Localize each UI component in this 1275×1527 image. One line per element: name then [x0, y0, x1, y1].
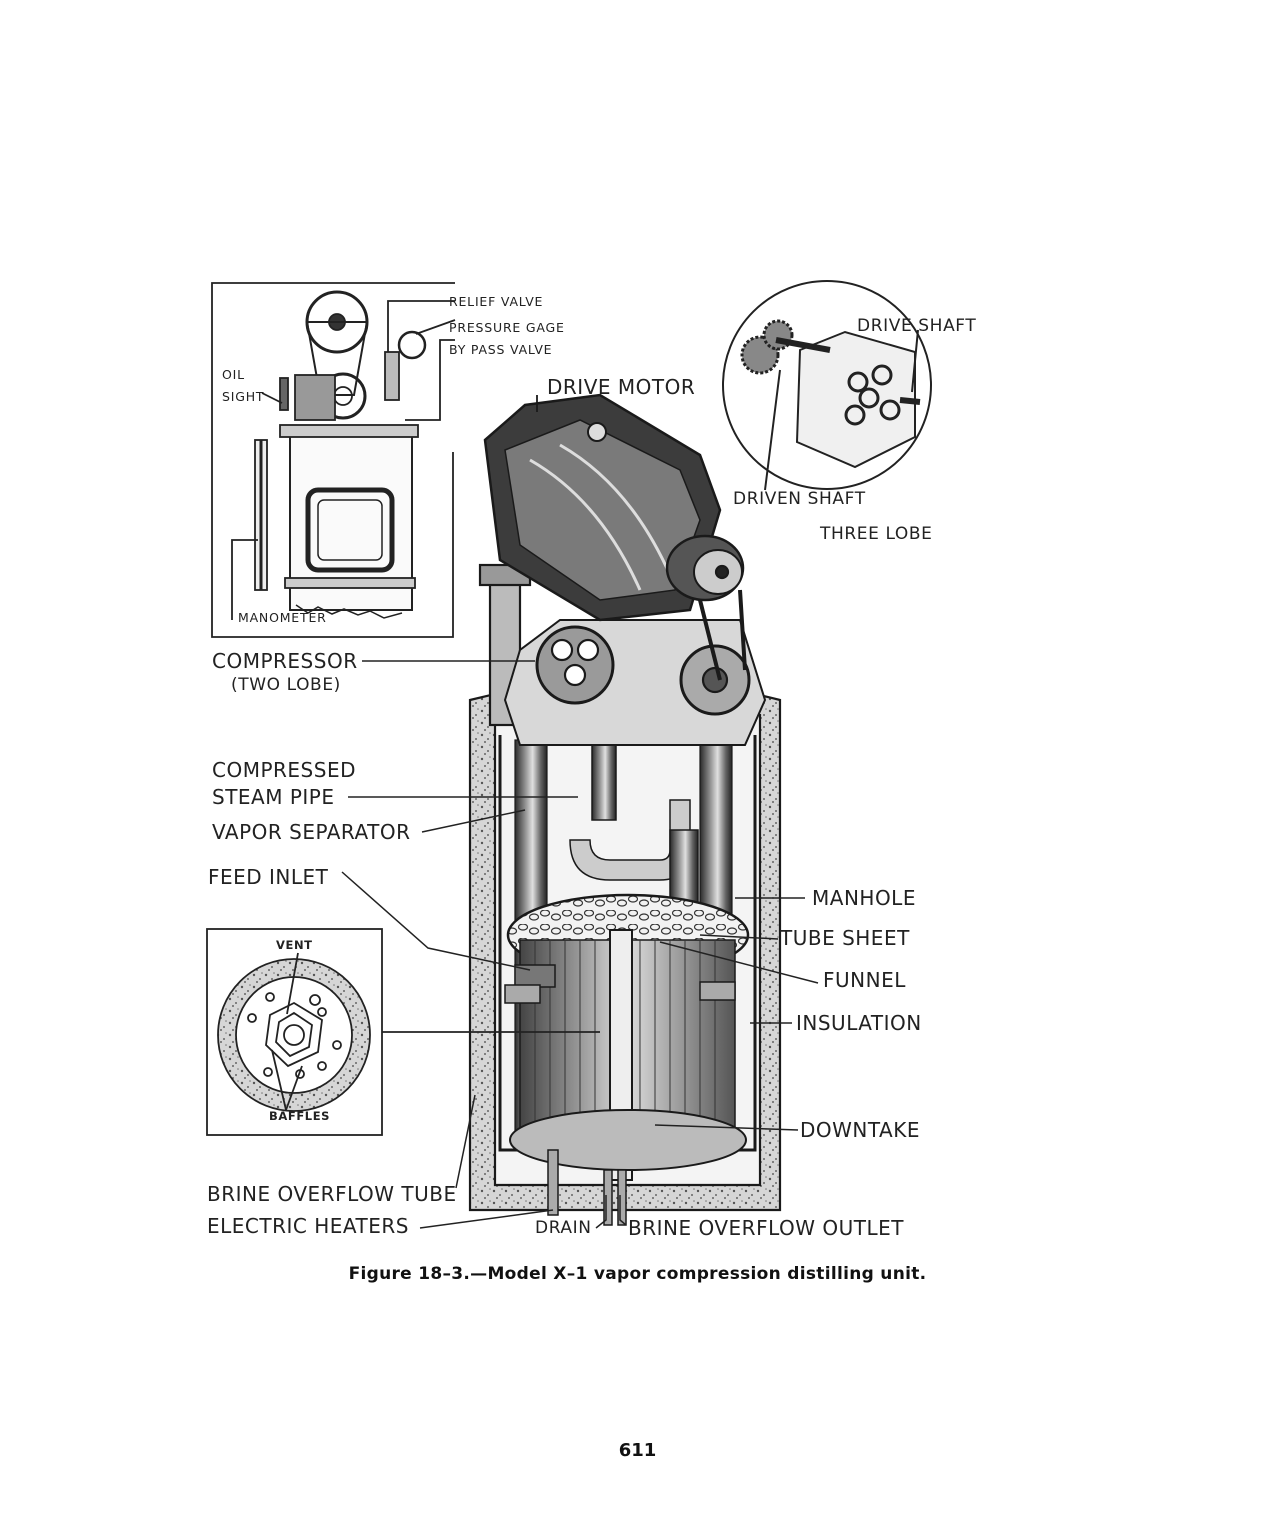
three-lobe-label: THREE LOBE	[820, 524, 933, 544]
figure-caption: Figure 18–3.—Model X–1 vapor compression…	[348, 1264, 927, 1284]
downtake-label: DOWNTAKE	[800, 1118, 920, 1142]
compressed-label: COMPRESSED	[212, 758, 356, 782]
driven-shaft-label: DRIVEN SHAFT	[733, 489, 866, 509]
tube-sheet-label: TUBE SHEET	[780, 926, 910, 950]
baffle-section-inset	[206, 928, 600, 1136]
page-number: 611	[618, 1440, 657, 1461]
oil-label: OIL	[222, 367, 245, 382]
pressure-gage-label: PRESSURE GAGE	[449, 320, 565, 335]
drive-shaft-label: DRIVE SHAFT	[857, 316, 977, 336]
manhole-label: MANHOLE	[812, 886, 916, 910]
baffles-label: BAFFLES	[269, 1109, 331, 1123]
relief-valve-label: RELIEF VALVE	[449, 294, 544, 309]
drain-label: DRAIN	[535, 1218, 592, 1238]
assembly-inset	[211, 282, 456, 638]
leader-lines	[341, 660, 819, 1229]
steam-pipe-label: STEAM PIPE	[212, 785, 335, 809]
three-lobe-inset	[722, 280, 932, 491]
brine-overflow-outlet-label: BRINE OVERFLOW OUTLET	[628, 1216, 904, 1240]
evaporator-vessel	[468, 393, 782, 1226]
drive-motor-label: DRIVE MOTOR	[547, 375, 696, 399]
two-lobe-label: (TWO LOBE)	[231, 675, 341, 695]
brine-overflow-tube-label: BRINE OVERFLOW TUBE	[207, 1182, 457, 1206]
sight-label: SIGHT	[222, 389, 265, 404]
vent-label: VENT	[276, 938, 313, 952]
funnel-label: FUNNEL	[823, 968, 906, 992]
compressor-label: COMPRESSOR	[212, 649, 358, 673]
feed-inlet-label: FEED INLET	[208, 865, 329, 889]
insulation-label: INSULATION	[796, 1011, 922, 1035]
by-pass-valve-label: BY PASS VALVE	[449, 342, 553, 357]
manometer-label: MANOMETER	[238, 610, 327, 625]
vapor-separator-label: VAPOR SEPARATOR	[212, 820, 411, 844]
electric-heaters-label: ELECTRIC HEATERS	[207, 1214, 409, 1238]
